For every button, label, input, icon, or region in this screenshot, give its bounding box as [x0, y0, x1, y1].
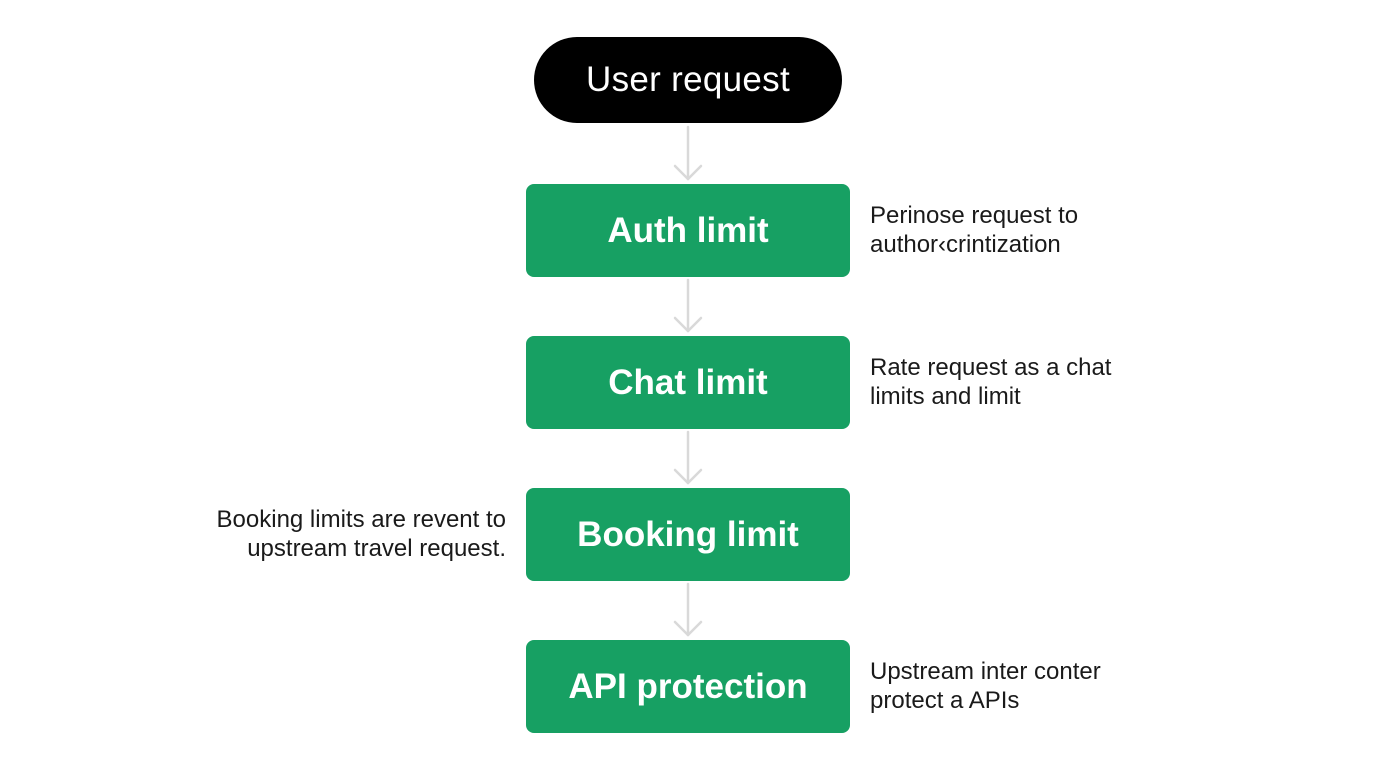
api-protection-node: API protection: [526, 640, 850, 733]
chat-limit-note-line-2: limits and limit: [870, 383, 1021, 410]
booking-limit-note-line-1: Booking limits are revent to: [216, 506, 506, 533]
auth-limit-note-line-1: Perinose request to: [870, 202, 1079, 229]
booking-limit-node: Booking limit: [526, 488, 850, 581]
api-protection-note: Upstream inter conter protect a APIs: [870, 657, 1101, 715]
connector-arrow-4: [673, 582, 703, 637]
api-protection-note-line-1: Upstream inter conter: [870, 658, 1101, 685]
connector-arrow-1: [673, 125, 703, 181]
booking-limit-label: Booking limit: [577, 514, 799, 554]
chat-limit-note-line-1: Rate request as a chat: [870, 354, 1112, 381]
auth-limit-label: Auth limit: [607, 210, 769, 250]
user-request-label: User request: [586, 60, 790, 99]
auth-limit-node: Auth limit: [526, 184, 850, 277]
api-protection-label: API protection: [568, 666, 808, 706]
auth-limit-note-line-2: author‹crintization: [870, 231, 1061, 258]
auth-limit-note: Perinose request to author‹crintization: [870, 201, 1078, 259]
connector-arrow-2: [673, 278, 703, 333]
connector-arrow-3: [673, 430, 703, 485]
chat-limit-node: Chat limit: [526, 336, 850, 429]
api-protection-note-line-2: protect a APIs: [870, 687, 1020, 714]
booking-limit-note-line-2: upstream travel request.: [247, 535, 506, 562]
chat-limit-label: Chat limit: [608, 362, 768, 402]
chat-limit-note: Rate request as a chat limits and limit: [870, 353, 1111, 411]
user-request-node: User request: [534, 37, 842, 123]
booking-limit-note: Booking limits are revent to upstream tr…: [217, 505, 506, 563]
